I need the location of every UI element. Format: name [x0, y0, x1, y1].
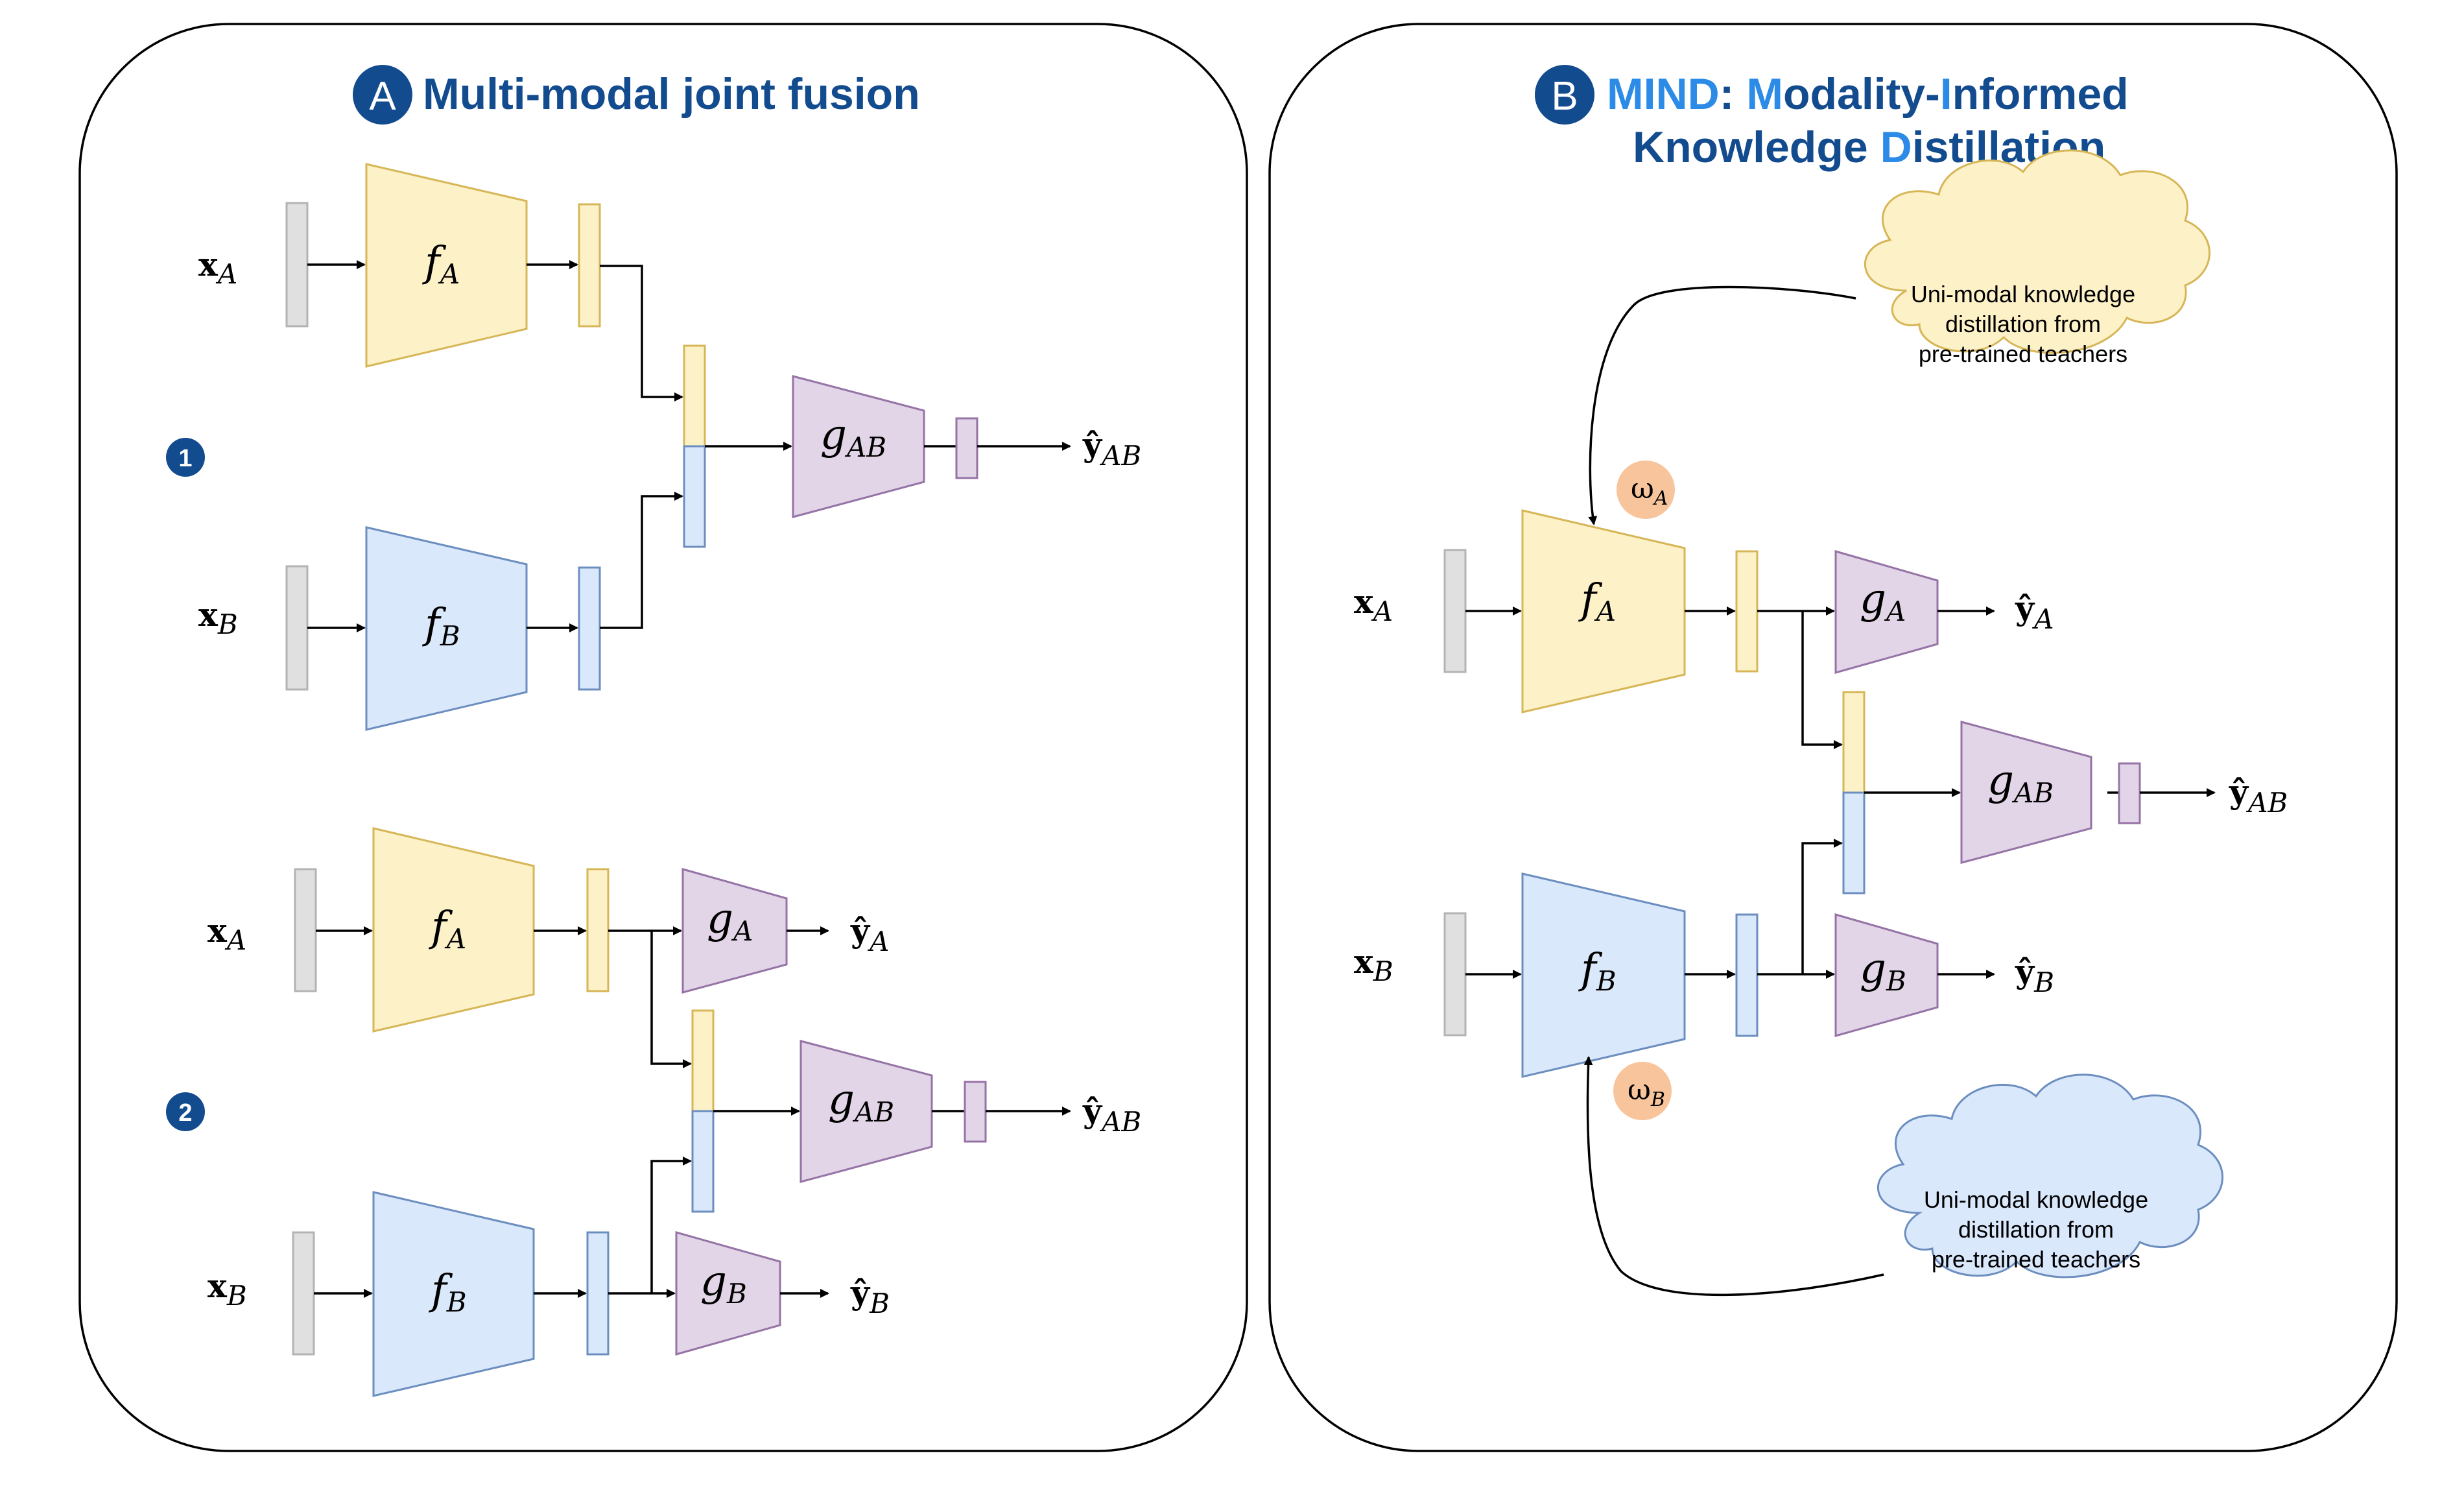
omega-b-badge [1613, 1062, 1672, 1120]
distill-arrow-a [1588, 285, 1856, 525]
panel-a: A Multi-modal joint fusion 1 2 xA fA xB … [78, 23, 1248, 1452]
panel-b: B MIND: Modality-Informed Knowledge Dist… [1268, 23, 2398, 1452]
concat-b-2 [691, 1110, 715, 1213]
cloud-b-line-3: pre-trained teachers [1932, 1246, 2140, 1273]
head-gab-2-label: gAB [828, 1076, 894, 1128]
head-gab-2 [800, 1040, 933, 1183]
encoder-fb-b [1521, 872, 1686, 1078]
encoder-fb-2 [372, 1191, 535, 1397]
encoder-fa-b [1521, 509, 1686, 713]
panel-b-heading-line-2: Knowledge Distillation [1633, 123, 2105, 172]
embedding-a-2 [586, 868, 610, 992]
output-ya-2: ŷA [850, 911, 889, 957]
concat-a-b [1842, 691, 1866, 794]
step-2-badge [166, 1092, 205, 1131]
input-xb-b [1443, 912, 1467, 1037]
embedding-a-b [1735, 550, 1759, 673]
concat-a-1 [683, 344, 706, 448]
panel-b-title: B MIND: Modality-Informed Knowledge Dist… [1535, 65, 2129, 172]
step-1-badge [166, 438, 205, 477]
head-gb-b-label: gB [1860, 945, 1906, 997]
panel-b-frame [1268, 23, 2398, 1452]
head-gab-1 [792, 375, 925, 518]
head-ga-b [1834, 550, 1939, 674]
logit-ab-b [2118, 762, 2141, 824]
input-label-xb-2: xB [207, 1267, 247, 1312]
embedding-b-b [1735, 913, 1759, 1037]
output-yab-1: ŷAB [1082, 425, 1141, 472]
input-label-xa-b: xA [1354, 582, 1393, 627]
omega-a-label: ωA [1631, 472, 1668, 510]
distill-arrow-b [1583, 1056, 1884, 1297]
output-yb-b: ŷB [2015, 952, 2054, 998]
cloud-a-line-1: Uni-modal knowledge [1911, 281, 2135, 307]
input-xb-1 [285, 565, 309, 691]
concat-b-1 [683, 445, 706, 548]
embedding-b-1 [578, 566, 601, 691]
head-gab-b [1960, 721, 2092, 864]
teacher-cloud-b: Uni-modal knowledge distillation from pr… [1877, 1073, 2223, 1278]
head-ga-2-label: gA [707, 895, 753, 947]
input-label-xa-1: xA [198, 245, 237, 290]
encoder-fa-2 [372, 827, 535, 1033]
encoder-fb-2-label: fB [429, 1266, 467, 1318]
input-label-xb-b: xB [1354, 942, 1393, 987]
encoder-fb-1 [365, 526, 528, 731]
badge-a-label: A [369, 74, 396, 119]
panel-a-heading: Multi-modal joint fusion [423, 69, 920, 119]
multi-head-fusion-diagram: xA fA gA ŷA xB fB gB ŷB [207, 827, 1141, 1397]
badge-a [353, 65, 412, 125]
concat-a-2 [691, 1009, 715, 1112]
encoder-fb-b-label: fB [1578, 945, 1617, 997]
output-ya-b: ŷA [2015, 589, 2054, 635]
output-yb-2: ŷB [850, 1273, 890, 1319]
step-2-label: 2 [178, 1099, 192, 1127]
input-label-xb-1: xB [198, 595, 238, 640]
omega-b-label: ωB [1628, 1073, 1665, 1111]
input-xa-b [1443, 549, 1467, 673]
logit-ab-2 [964, 1081, 987, 1143]
panel-a-title: A Multi-modal joint fusion [353, 65, 920, 125]
encoder-fa-1 [365, 163, 528, 368]
step-1-label: 1 [178, 445, 192, 472]
output-yab-b: ŷAB [2229, 773, 2288, 819]
logit-ab-1 [955, 417, 978, 479]
head-gb-b [1834, 913, 1939, 1037]
panel-a-frame [78, 23, 1248, 1452]
embedding-b-2 [586, 1231, 610, 1356]
cloud-b-line-2: distillation from [1958, 1216, 2114, 1243]
encoder-fa-b-label: fA [1578, 575, 1616, 627]
head-gab-1-label: gAB [820, 411, 886, 463]
concat-b-b [1842, 791, 1866, 894]
output-yab-2: ŷAB [1082, 1092, 1141, 1138]
teacher-cloud-a: Uni-modal knowledge distillation from pr… [1864, 149, 2210, 367]
head-gb-2 [675, 1231, 781, 1356]
input-label-xa-2: xA [207, 911, 246, 956]
head-ga-2 [681, 868, 788, 994]
badge-b [1535, 65, 1594, 125]
badge-b-label: B [1551, 74, 1578, 119]
input-xa-1 [285, 202, 309, 328]
joint-fusion-diagram: xA fA xB fB gAB ŷAB [198, 163, 1141, 731]
input-xb-2 [292, 1231, 315, 1356]
head-gab-b-label: gAB [1987, 757, 2054, 809]
panel-b-heading-line-1: MIND: Modality-Informed [1607, 69, 2129, 119]
omega-a-badge [1617, 461, 1675, 519]
cloud-b-line-1: Uni-modal knowledge [1924, 1186, 2148, 1213]
input-xa-2 [294, 868, 317, 992]
head-ga-b-label: gA [1860, 575, 1906, 627]
cloud-a-line-2: distillation from [1945, 311, 2101, 337]
head-gb-2-label: gB [700, 1258, 747, 1310]
embedding-a-1 [578, 203, 601, 328]
cloud-a-line-3: pre-trained teachers [1919, 341, 2127, 367]
